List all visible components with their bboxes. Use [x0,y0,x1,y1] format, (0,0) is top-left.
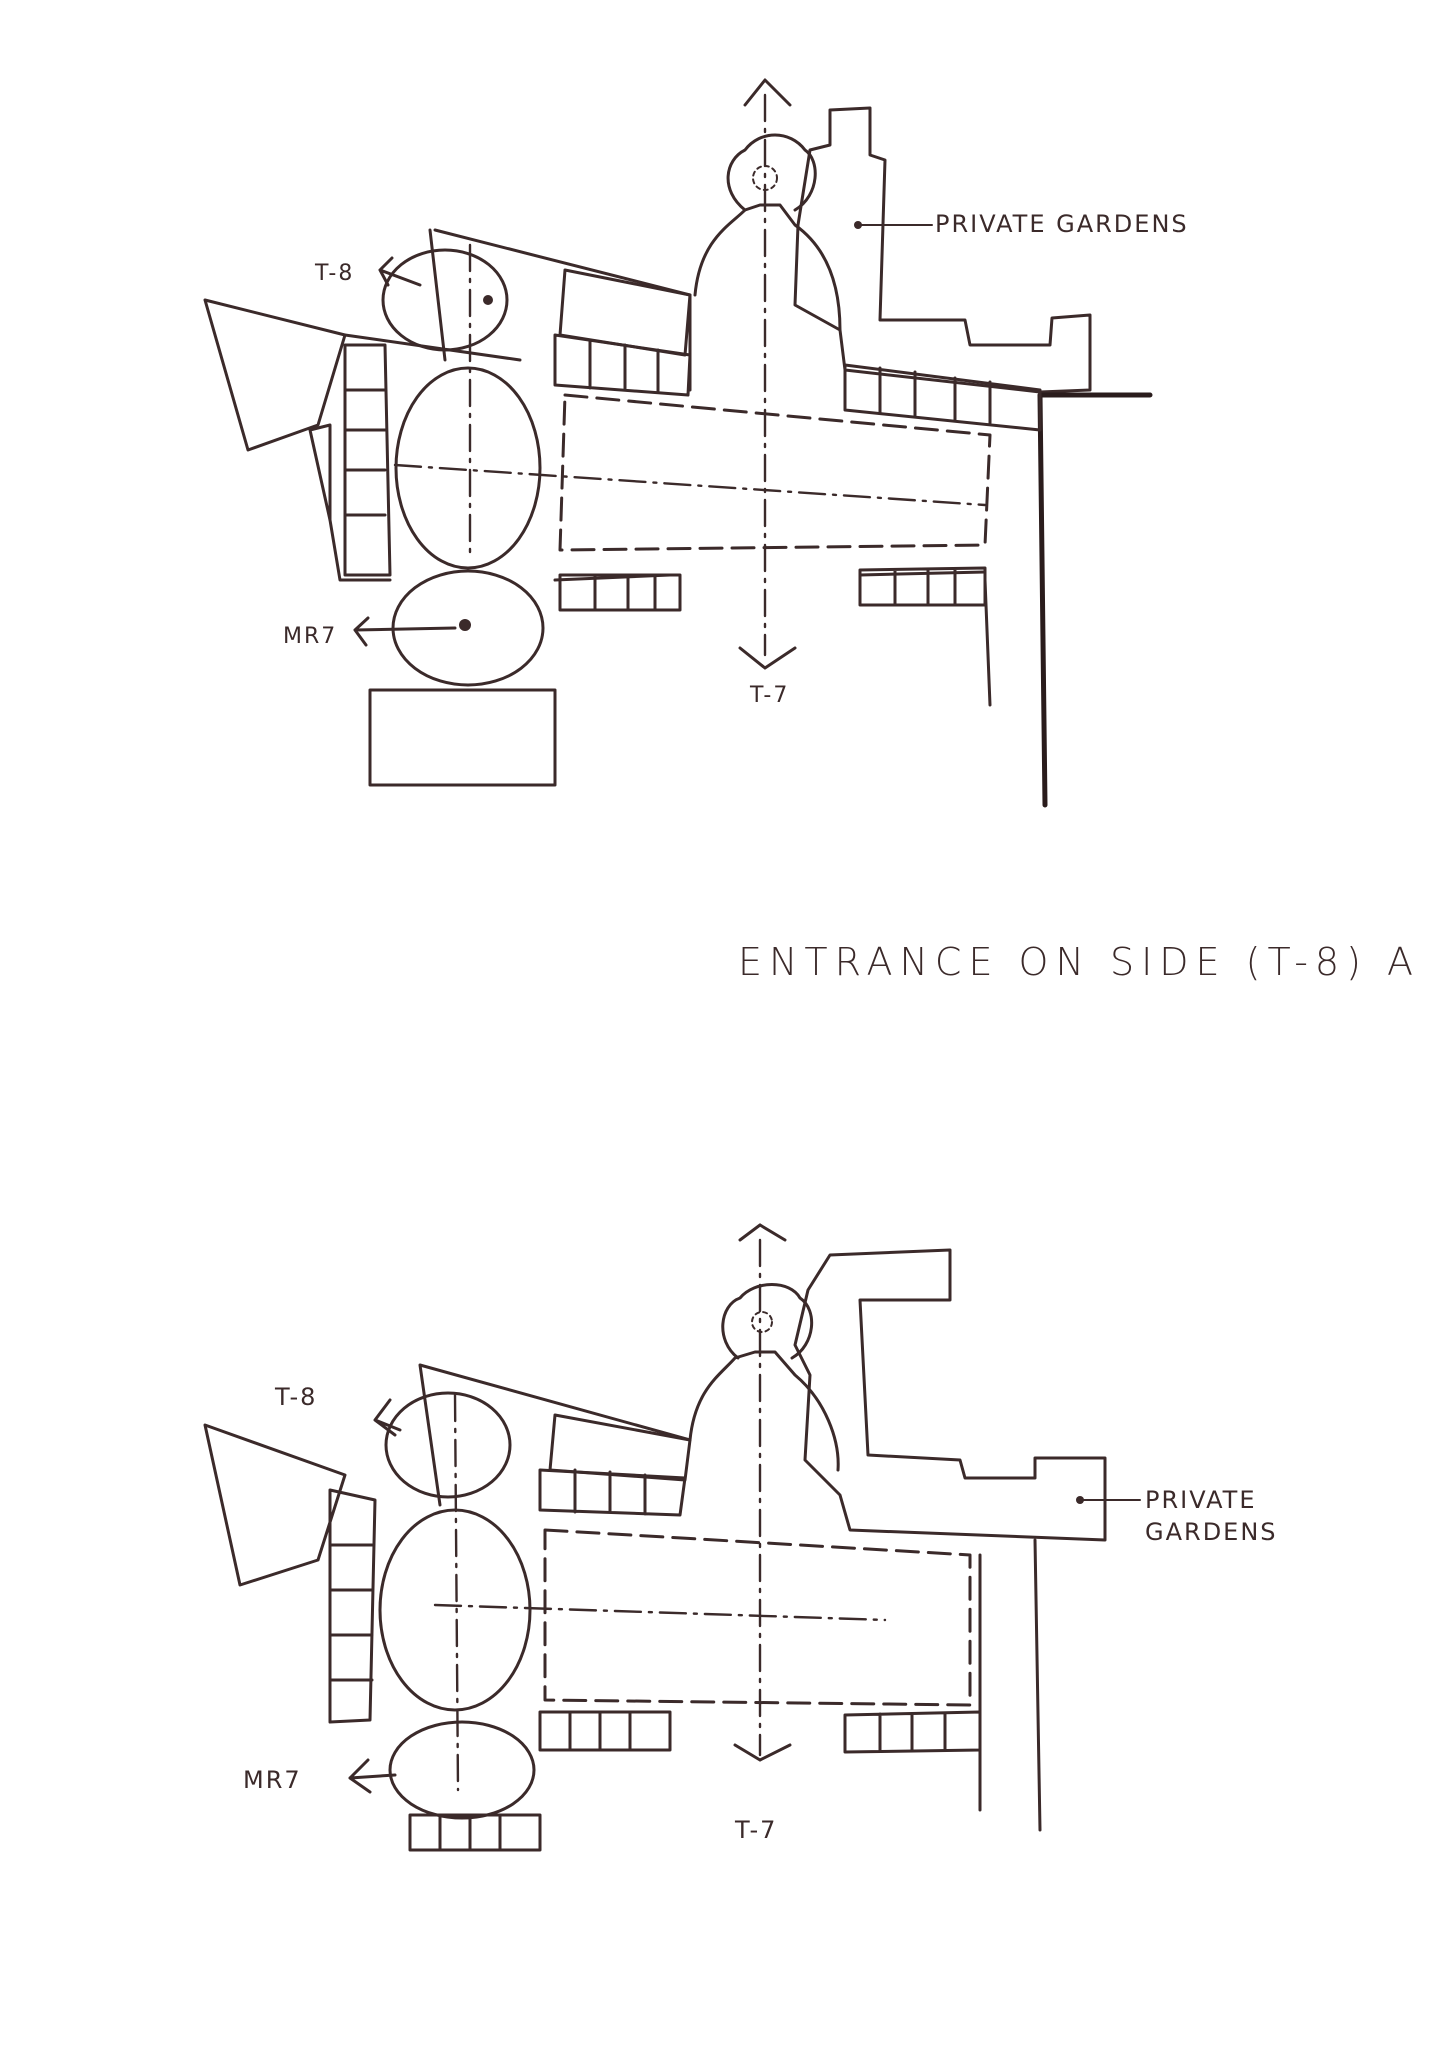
leader-dot-b [1076,1496,1084,1504]
oval-top-b [384,1391,512,1499]
dome-b [688,1350,840,1472]
axis-oval-b [453,1393,460,1792]
cells-top-b [538,1468,687,1517]
hatched-gardens-a [793,106,1092,394]
nave-a [558,393,992,552]
hatched-block-bottom-a [368,688,557,787]
label-private-b: PRIVATE [1145,1486,1257,1514]
arrow-up-a [743,78,792,107]
cells-top-a [553,333,692,397]
boundary-a [1037,392,1153,808]
apse-circle-b [751,1311,773,1333]
outline-b2 [978,1538,1042,1832]
nave-b [543,1528,972,1707]
cells-left-b [328,1488,377,1724]
floor-plan-sketch-a: PRIVATE GARDENS T-8 MR7 T-7 [203,78,1189,808]
hatched-wing-left-b [203,1423,347,1587]
oval-top-a [381,248,509,352]
axis-horizontal-a [393,463,987,507]
sketch-caption: ENTRANCE ON SIDE (T-8) A [738,940,1420,984]
leader-dot-a [854,221,862,229]
cells-bottom-a [558,573,682,612]
hatched-wing-top-a [558,268,692,357]
label-t7-a: T-7 [749,683,789,708]
outline-b [418,1363,692,1507]
arrow-t8-a [378,256,422,287]
cells-left-a [343,343,392,577]
label-gardens-b: GARDENS [1145,1518,1278,1546]
hatched-wing-left-a [203,298,347,452]
arrow-t8-b [373,1398,402,1437]
cells-right-a [843,363,1042,432]
cells-bottom-right-b [843,1710,982,1754]
hatched-small-left-a [308,423,332,522]
outline-a [328,228,692,582]
label-t8-b: T-8 [274,1383,317,1411]
dome-a [693,203,842,332]
label-t8-a: T-8 [314,261,354,286]
axis-horizontal-b [433,1603,887,1622]
arrow-mr7-a [353,616,457,647]
cells-bottom-b [538,1710,672,1752]
node-a1 [483,295,493,305]
cells-bottom-right-a [858,566,987,607]
floor-plan-sketch-b: PRIVATE GARDENS T-8 MR7 T-7 [203,1223,1278,1852]
apse-b [721,1283,814,1360]
oval-bottom-b [388,1720,536,1820]
arrow-down-b [733,1743,792,1762]
arrow-down-a [738,646,797,670]
apse-a [726,133,817,212]
label-private-gardens-a: PRIVATE GARDENS [935,210,1189,238]
hatched-gardens-b [793,1248,1107,1542]
label-mr7-a: MR7 [283,624,337,649]
node-a2 [459,619,471,631]
arrow-mr7-b [348,1758,397,1794]
label-t7-b: T-7 [734,1816,777,1844]
cells-low-b [408,1813,542,1852]
oval-mid-a [394,366,542,570]
arrow-up-b [738,1223,787,1242]
label-mr7-b: MR7 [243,1766,302,1794]
